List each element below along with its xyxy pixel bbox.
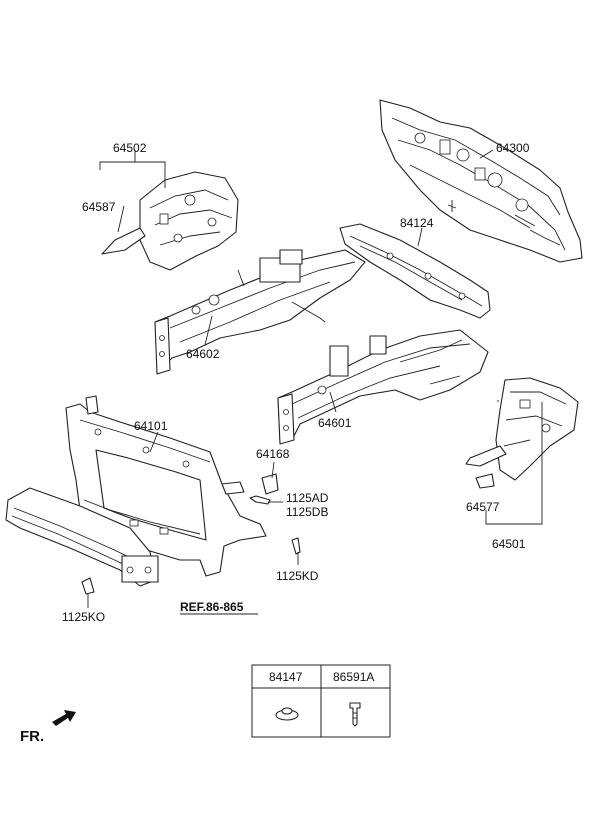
- label-64502: 64502: [113, 141, 147, 155]
- bolt-1125ko-icon: [81, 577, 95, 595]
- label-64501: 64501: [492, 537, 526, 551]
- dash-panel-part: [379, 99, 583, 263]
- label-64601: 64601: [318, 416, 352, 430]
- side-member-rh-part: [277, 329, 489, 445]
- label-64587: 64587: [82, 200, 116, 214]
- label-64602: 64602: [186, 347, 220, 361]
- bracket-64577: [475, 473, 495, 489]
- label-64168: 64168: [256, 447, 290, 461]
- label-64300: 64300: [496, 141, 530, 155]
- label-1125ad: 1125AD: [286, 491, 329, 505]
- label-64577: 64577: [466, 500, 500, 514]
- fender-apron-lh-part: [101, 171, 239, 271]
- fender-apron-rh-part: [465, 377, 579, 481]
- label-1125db: 1125DB: [286, 505, 328, 519]
- bumper-beam-part: [5, 487, 159, 587]
- clip-icon: [349, 702, 361, 727]
- parts-table: 84147 86591A: [251, 664, 391, 738]
- label-84124: 84124: [400, 216, 434, 230]
- cowl-crossmember-part: [339, 223, 491, 319]
- label-1125ko: 1125KO: [62, 610, 105, 624]
- front-arrow-icon: [52, 710, 76, 726]
- bolt-1125kd-icon: [291, 537, 301, 555]
- ref-label: REF.86-865: [180, 600, 244, 614]
- label-1125kd: 1125KD: [276, 569, 319, 583]
- bracket-64168: [261, 473, 279, 495]
- grommet-icon: [275, 707, 299, 721]
- front-direction-indicator: FR.: [20, 710, 76, 745]
- table-col1-label: 84147: [269, 670, 303, 684]
- leader-lines: [87, 149, 543, 615]
- side-member-lh-part: [154, 249, 366, 375]
- label-64101: 64101: [134, 419, 168, 433]
- bolt-1125ad-icon: [249, 495, 271, 505]
- table-col2-label: 86591A: [333, 670, 374, 684]
- fr-label: FR.: [20, 728, 44, 745]
- part-labels: 64502 64587 64300 84124 64602 64601 6410…: [62, 141, 530, 624]
